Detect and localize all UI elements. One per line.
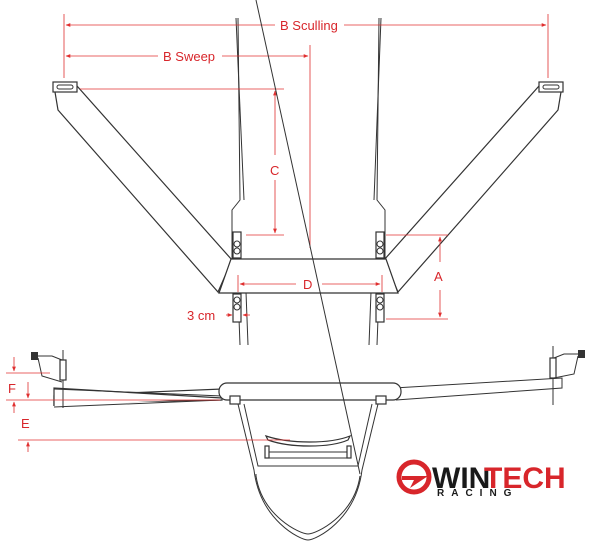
center-bridge	[218, 258, 399, 294]
dimension-3cm: 3 cm	[187, 308, 250, 323]
label-f: F	[8, 381, 16, 396]
bolt-strips	[232, 231, 385, 323]
left-wing-arm	[53, 85, 233, 294]
wintech-logo: WIN TECH RACING	[396, 459, 566, 499]
right-pin-slot	[538, 81, 564, 93]
left-oarlock	[31, 350, 67, 408]
label-e: E	[21, 416, 30, 431]
seat	[264, 434, 352, 459]
dimension-e: E	[12, 401, 290, 452]
label-b-sweep: B Sweep	[163, 49, 215, 64]
logo-racing: RACING	[437, 488, 518, 499]
label-d: D	[303, 277, 312, 292]
left-pin-slot	[52, 81, 78, 93]
label-a: A	[434, 269, 443, 284]
center-cap	[218, 382, 402, 401]
dimension-b-sweep: B Sweep	[65, 45, 311, 248]
dimension-b-sculling: B Sculling	[63, 14, 549, 78]
logo-emblem-icon	[396, 459, 432, 495]
label-b-sculling: B Sculling	[280, 18, 338, 33]
logo-tech: TECH	[484, 462, 566, 495]
right-oarlock	[549, 346, 585, 405]
label-c: C	[270, 163, 279, 178]
hull-rails	[231, 17, 386, 346]
dimension-c: C	[80, 88, 284, 236]
right-rigger-bar	[393, 377, 563, 401]
dimension-d: D	[237, 275, 383, 292]
top-view: B Sculling B Sweep C A	[52, 14, 564, 346]
dimension-a: A	[386, 234, 448, 320]
right-wing-arm	[383, 85, 563, 294]
dimension-f: F	[6, 357, 220, 401]
label-3cm: 3 cm	[187, 308, 215, 323]
hull-outline	[237, 403, 379, 541]
front-view: F E	[6, 0, 585, 541]
logo-win: WIN	[432, 462, 490, 495]
